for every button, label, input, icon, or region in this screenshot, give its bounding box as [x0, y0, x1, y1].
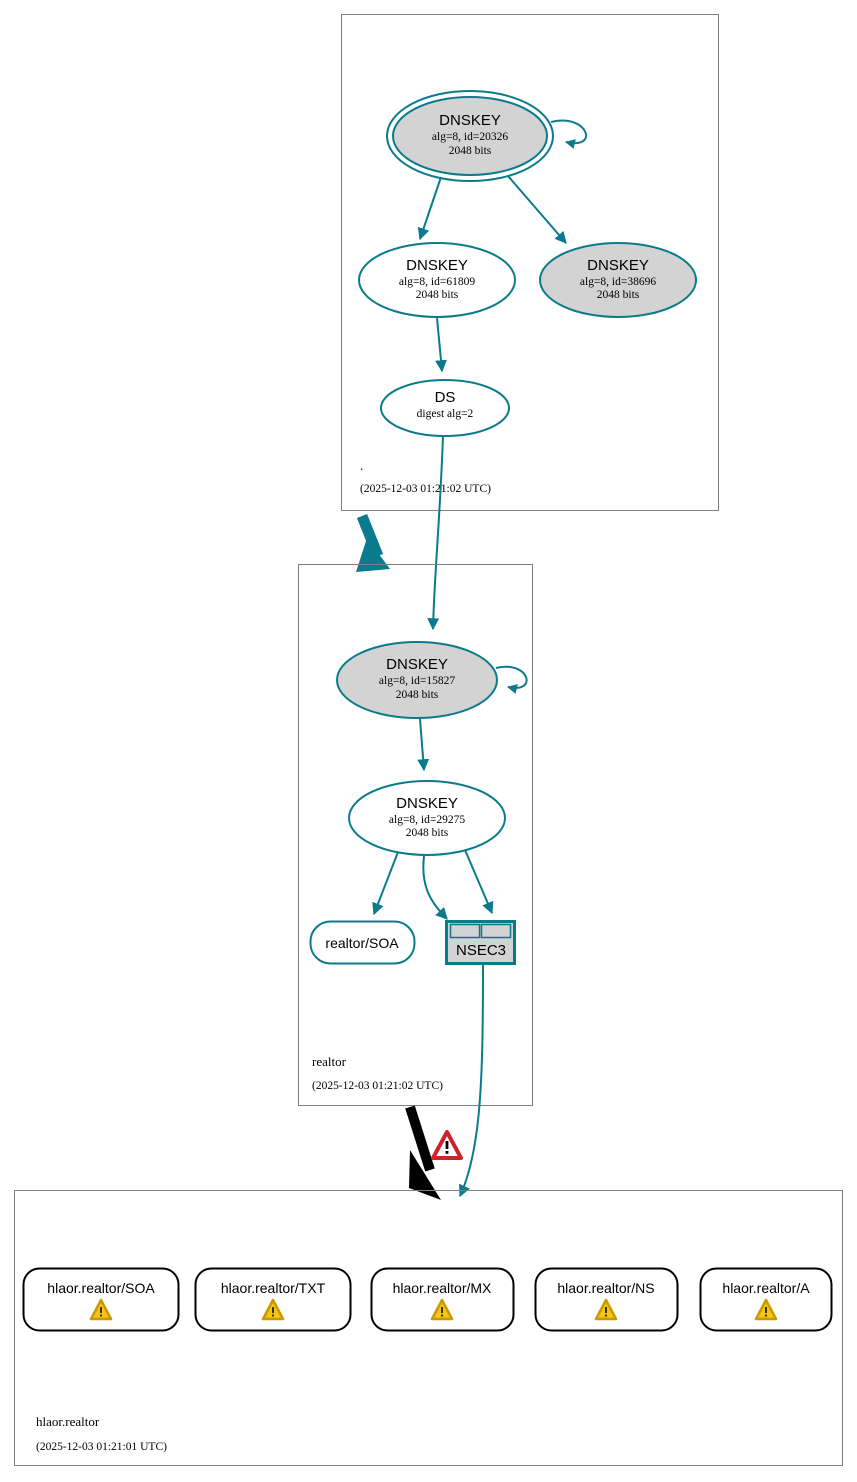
realtor-ksk-keysize: 2048 bits — [396, 689, 439, 701]
hlaor-txt-label: hlaor.realtor/TXT — [221, 1280, 326, 1296]
hlaor-mx-label: hlaor.realtor/MX — [393, 1280, 492, 1296]
edge-root-zsk-to-ds — [435, 317, 447, 373]
edge-nsec3-to-hlaor-realtor — [459, 963, 484, 1198]
hlaor-a-label: hlaor.realtor/A — [722, 1280, 810, 1296]
nsec3-label: NSEC3 — [456, 942, 506, 959]
root-zsk-title: DNSKEY — [406, 257, 468, 274]
ds-digest-alg: digest alg=2 — [417, 408, 474, 420]
realtor-soa-label: realtor/SOA — [325, 935, 399, 951]
root-ksk-alg-id: alg=8, id=20326 — [432, 131, 508, 143]
ds-title: DS — [435, 389, 456, 406]
root-sep2-alg-id: alg=8, id=38696 — [580, 276, 656, 288]
zone-label-hlaor-realtor: hlaor.realtor — [36, 1414, 100, 1429]
edge-zsk-to-nsec3-cell2 — [464, 849, 494, 915]
realtor-zsk-alg-id: alg=8, id=29275 — [389, 814, 465, 826]
zone-container-hlaor-realtor — [14, 1190, 843, 1466]
zone-timestamp-root: (2025-12-03 01:21:02 UTC) — [360, 483, 491, 495]
zone-timestamp-realtor: (2025-12-03 01:21:02 UTC) — [312, 1080, 443, 1092]
node-dnskey-realtor-zsk[interactable] — [348, 780, 506, 856]
hlaor-soa-label: hlaor.realtor/SOA — [47, 1280, 155, 1296]
realtor-ksk-title: DNSKEY — [386, 656, 448, 673]
root-ksk-keysize: 2048 bits — [449, 145, 492, 157]
root-ksk-trust-anchor-ring — [386, 90, 554, 182]
warning-triangle-icon — [754, 1298, 778, 1321]
realtor-ksk-alg-id: alg=8, id=15827 — [379, 675, 455, 687]
edge-zsk-to-realtor-soa — [372, 851, 399, 916]
edge-root-ksk-to-zsk — [417, 176, 442, 241]
edge-ds-to-realtor-ksk — [427, 435, 444, 631]
warning-triangle-icon — [430, 1298, 454, 1321]
delegation-realtor-to-hlaor-arrowhead — [409, 1150, 441, 1200]
node-ds-realtor[interactable] — [380, 379, 510, 437]
zone-label-root: . — [360, 458, 363, 473]
hlaor-ns-label: hlaor.realtor/NS — [557, 1280, 654, 1296]
warning-triangle-icon — [261, 1298, 285, 1321]
node-dnskey-root-zsk[interactable] — [358, 242, 516, 318]
root-zsk-alg-id: alg=8, id=61809 — [399, 276, 475, 288]
edge-zsk-to-nsec3-cell1 — [422, 855, 448, 920]
nsec3-cell-right — [480, 923, 512, 939]
node-dnskey-root-ksk[interactable] — [392, 96, 548, 176]
root-sep2-keysize: 2048 bits — [597, 289, 640, 301]
delegation-realtor-to-hlaor-shaft — [405, 1105, 435, 1172]
root-ksk-self-signature-loop — [550, 119, 587, 149]
zone-container-realtor — [298, 564, 533, 1106]
zone-container-root — [341, 14, 719, 511]
nsec3-cell-left — [449, 923, 481, 939]
node-rrset-realtor-soa[interactable] — [309, 920, 416, 965]
warning-triangle-icon — [594, 1298, 618, 1321]
realtor-zsk-title: DNSKEY — [396, 795, 458, 812]
warning-triangle-icon — [89, 1298, 113, 1321]
node-dnskey-realtor-ksk[interactable] — [336, 641, 498, 719]
root-sep2-title: DNSKEY — [587, 257, 649, 274]
realtor-ksk-self-signature-loop — [495, 665, 528, 694]
edge-realtor-ksk-to-zsk — [417, 718, 430, 772]
zone-label-realtor: realtor — [312, 1054, 347, 1069]
root-zsk-keysize: 2048 bits — [416, 289, 459, 301]
realtor-zsk-keysize: 2048 bits — [406, 827, 449, 839]
node-dnskey-root-sep2[interactable] — [539, 242, 697, 318]
delegation-root-to-realtor-arrowhead — [356, 538, 390, 572]
error-triangle-icon — [431, 1130, 463, 1160]
root-ksk-title: DNSKEY — [439, 112, 501, 129]
edge-root-ksk-to-sep2 — [507, 175, 567, 244]
zone-timestamp-hlaor-realtor: (2025-12-03 01:21:01 UTC) — [36, 1441, 167, 1453]
